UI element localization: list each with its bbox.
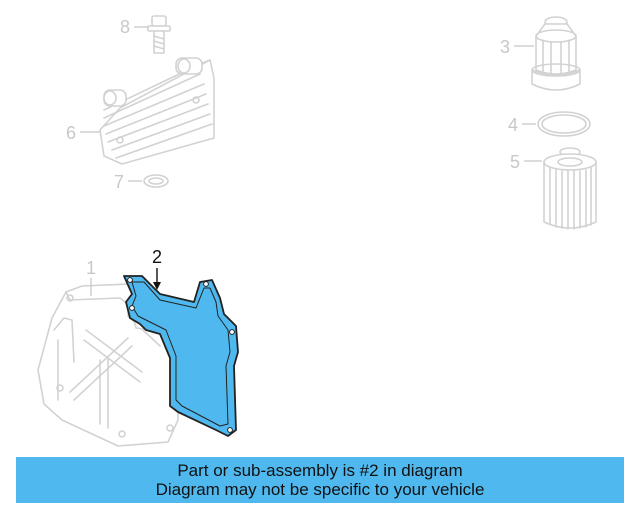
info-banner: Part or sub-assembly is #2 in diagram Di… <box>16 457 624 503</box>
part-3-filter-cap <box>531 16 581 91</box>
part-8-bolt <box>147 15 171 54</box>
callout-4: 4 <box>508 115 518 135</box>
callout-8: 8 <box>120 17 130 37</box>
callout-7: 7 <box>114 172 124 192</box>
banner-line-disclaimer: Diagram may not be specific to your vehi… <box>155 480 485 499</box>
callout-3: 3 <box>500 37 510 57</box>
callout-5: 5 <box>510 152 520 172</box>
callout-6: 6 <box>66 123 76 143</box>
leader-2-arrowhead <box>153 282 161 290</box>
part-4-seal-ring <box>537 111 591 137</box>
part-7-o-ring <box>143 174 169 188</box>
banner-line-part: Part or sub-assembly is #2 in diagram <box>177 461 463 480</box>
callout-2: 2 <box>152 247 162 267</box>
part-6-oil-cooler <box>99 57 215 165</box>
part-2-gasket <box>123 275 239 437</box>
callout-1: 1 <box>86 258 96 278</box>
part-5-filter-element <box>543 147 597 230</box>
